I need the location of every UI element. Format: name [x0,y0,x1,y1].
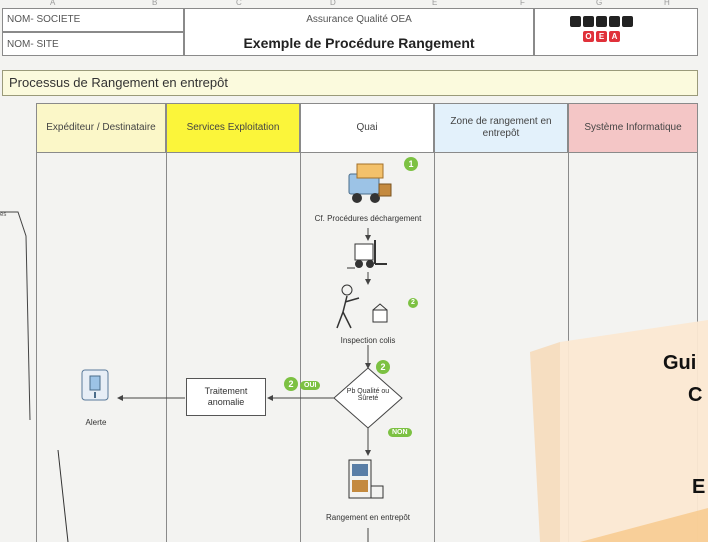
decision-label: Pb Qualité ou Sûreté [346,388,390,402]
treatment-box: Traitement anomalie [186,378,266,416]
step-badge: 1 [404,157,418,171]
alert-icon [81,369,109,401]
guide-text-line3: E [692,476,706,498]
step-badge: 2 [408,298,418,308]
yes-pill: OUI [300,381,321,390]
logo-letter-o: O [583,31,594,42]
lane-header-expediteur: Expéditeur / Destinataire [36,103,166,153]
oea-logo: O E A [568,14,633,48]
column-letters: A B C D E F G H [0,0,708,8]
column-letter: F [520,0,525,7]
unload-label: Cf. Procédures déchargement [314,214,422,223]
lane-header-zone: Zone de rangement en entrepôt [434,103,568,153]
column-letter: H [664,0,670,7]
column-letter: C [236,0,242,7]
alert-label: Alerte [85,418,107,427]
logo-letter-e: E [596,31,607,42]
lane-divider [36,153,37,542]
inspection-label: Inspection colis [340,336,396,345]
no-pill: NON [388,428,412,437]
lane-divider [166,153,167,542]
lane-header-services: Services Exploitation [166,103,300,153]
lane-header-systeme: Système Informatique [568,103,698,153]
edge-text: es [0,212,7,218]
assurance-label: Assurance Qualité OEA [306,14,412,25]
guide-text-line2: C [688,384,703,406]
guide-text-line1: Gui [663,352,697,374]
site-name: NOM- SITE [7,39,59,50]
page-title: Exemple de Procédure Rangement [243,35,475,51]
storage-rack-icon [348,459,384,499]
inspector-icon [336,284,388,329]
forklift-icon [347,240,387,269]
column-letter: A [50,0,56,7]
title-cell: Assurance Qualité OEA Exemple de Procédu… [184,8,534,56]
column-letter: E [432,0,438,7]
decision-diamond [333,367,403,429]
company-name: NOM- SOCIETE [7,14,81,25]
step-badge: 2 [376,360,390,374]
lane-divider [434,153,435,542]
site-cell: NOM- SITE [2,32,184,56]
guide-book-cover [530,320,708,542]
company-cell: NOM- SOCIETE [2,8,184,32]
process-title-bar: Processus de Rangement en entrepôt [2,70,698,96]
storage-label: Rangement en entrepôt [325,513,411,522]
step-badge: 2 [284,377,298,391]
column-letter: D [330,0,336,7]
lane-header-quai: Quai [300,103,434,153]
column-letter: B [152,0,158,7]
column-letter: G [596,0,603,7]
lane-divider [300,153,301,542]
truck-unloading-icon [348,163,392,203]
logo-letter-a: A [609,31,620,42]
